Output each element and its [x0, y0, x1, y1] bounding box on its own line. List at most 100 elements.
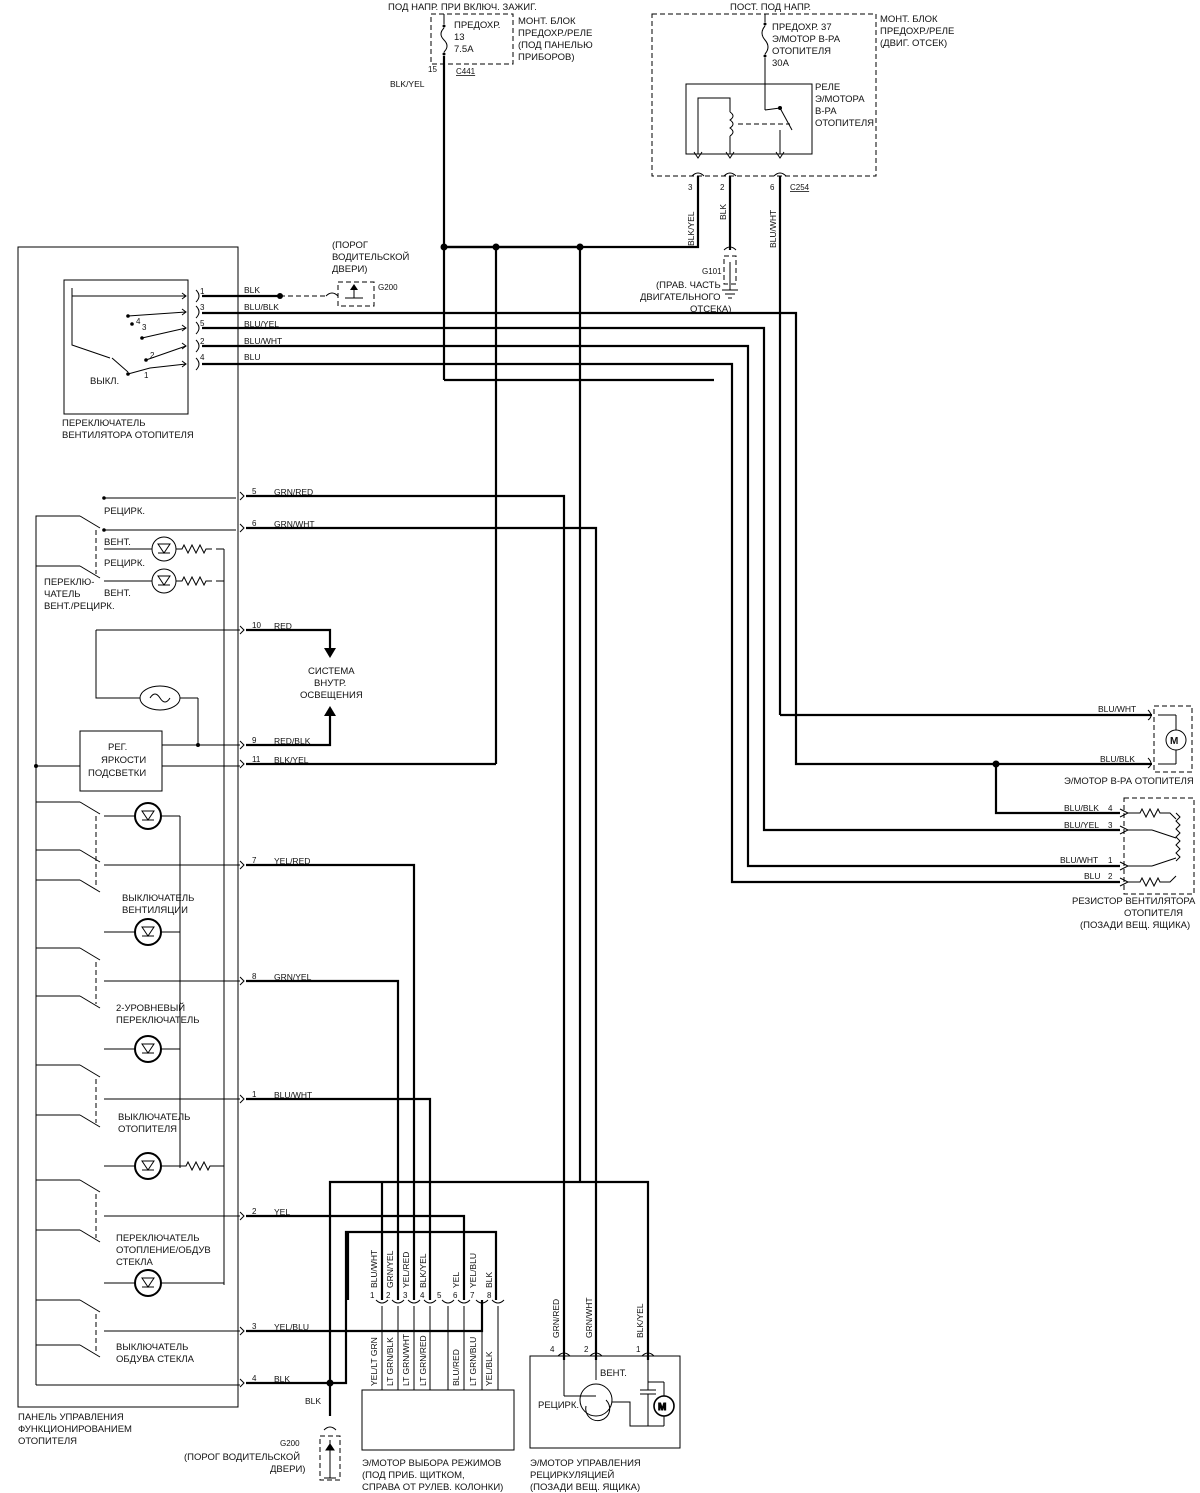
panel-pin-1: 1: [252, 1090, 257, 1099]
dash-box-line3: (ПОД ПАНЕЛЬЮ: [518, 40, 593, 51]
fan-switch-title-2: ВЕНТИЛЯТОРА ОТОПИТЕЛЯ: [62, 430, 194, 441]
relay-line3: В-РА: [815, 106, 837, 117]
control-panel-box: [17, 246, 239, 1408]
g101-ground-icon: [722, 246, 738, 299]
wire-grn-yel: [246, 979, 400, 1300]
fan-pos-3: 3: [142, 323, 147, 332]
mode-pin-8: 8: [487, 1291, 492, 1300]
panel-pin-7: 7: [252, 856, 257, 865]
g200-desc-line3: ДВЕРИ): [332, 264, 367, 275]
dimmer-line2: ЯРКОСТИ: [101, 755, 146, 766]
res-pin-1: 1: [1108, 856, 1113, 865]
lighting-line1: СИСТЕМА: [308, 666, 355, 677]
fuse13-line3: 7.5A: [454, 44, 474, 55]
wire-blu-blk-motor: [202, 311, 1152, 766]
ign-power-label: ПОД НАПР. ПРИ ВКЛЮЧ. ЗАЖИГ.: [388, 2, 537, 13]
recirc-wire-grn-wht: GRN/WHT: [584, 1297, 594, 1338]
heater-switch-line2: ОТОПИТЕЛЯ: [118, 1124, 177, 1135]
fan-switch-connectors: [195, 289, 200, 371]
fan-switch-off: ВЫКЛ.: [90, 376, 119, 387]
relay-line1: РЕЛЕ: [815, 82, 840, 93]
mode-top-color-3: YEL/RED: [401, 1252, 411, 1288]
panel-title-line3: ОТОПИТЕЛЯ: [18, 1436, 77, 1447]
wire-grn-wht: [246, 526, 598, 1360]
blk-yel-top-label: BLK/YEL: [390, 79, 425, 89]
fan-wire-color-2: BLU/BLK: [244, 302, 279, 312]
fuse37-symbol: [761, 14, 769, 110]
c254-pin-6: 6: [770, 183, 775, 192]
fan-switch-title-1: ПЕРЕКЛЮЧАТЕЛЬ: [62, 418, 145, 429]
fan-wire-pin-1: 1: [200, 287, 205, 296]
fan-switch-box: [63, 279, 189, 415]
mode-inner-color-1: YEL/LT GRN: [369, 1337, 379, 1386]
panel-wire-grn-red: GRN/RED: [274, 487, 313, 497]
wire-label-blk-yel-relay: BLK/YEL: [686, 211, 696, 246]
fuse13-line2: 13: [454, 32, 465, 43]
recirc-pin-2: 2: [584, 1345, 589, 1354]
panel-pin-5: 5: [252, 487, 257, 496]
panel-pin-3: 3: [252, 1322, 257, 1331]
engine-box: [651, 13, 877, 177]
wire-blk-yel-mode: [328, 1180, 580, 1383]
mode-motor-label-3: СПРАВА ОТ РУЛЕВ. КОЛОНКИ): [362, 1482, 503, 1493]
defrost-line2: ОБДУВА СТЕКЛА: [116, 1354, 195, 1365]
two-level-line2: ПЕРЕКЛЮЧАТЕЛЬ: [116, 1015, 199, 1026]
recirc-wire-grn-red: GRN/RED: [551, 1299, 561, 1338]
dash-box-line4: ПРИБОРОВ): [518, 52, 575, 63]
relay-line2: Э/МОТОРА: [815, 94, 865, 105]
panel-wire-blu-wht: BLU/WHT: [274, 1090, 312, 1100]
panel-blk-bottom-label: BLK: [305, 1396, 321, 1406]
panel-title-line2: ФУНКЦИОНИРОВАНИЕМ: [18, 1424, 132, 1435]
res-wire-blu-wht: BLU/WHT: [1060, 855, 1098, 865]
res-pin-4: 4: [1108, 804, 1113, 813]
const-power-label: ПОСТ. ПОД НАПР.: [730, 2, 811, 13]
wire-grn-red: [246, 494, 566, 1360]
recirc-motor-label-2: РЕЦИРКУЛЯЦИЕЙ: [530, 1469, 615, 1481]
mode-inner-color-3: LT GRN/WHT: [401, 1334, 411, 1386]
fan-wire-pin-4: 2: [200, 337, 205, 346]
mode-motor-label-1: Э/МОТОР ВЫБОРА РЕЖИМОВ: [362, 1458, 501, 1469]
fuse37-line4: 30A: [772, 58, 790, 69]
mode-top-color-7: YEL/BLU: [468, 1253, 478, 1288]
wire-blk-yel-recirc: [580, 1180, 650, 1360]
panel-wire-blk: BLK: [274, 1374, 290, 1384]
res-wire-blu-blk: BLU/BLK: [1064, 803, 1099, 813]
splice-444: [440, 243, 448, 251]
panel-pin-11: 11: [252, 755, 261, 764]
defrost-line1: ВЫКЛЮЧАТЕЛЬ: [116, 1342, 188, 1353]
wire-blu-blk-resistor: [994, 764, 1120, 815]
fuse13-box: [430, 13, 514, 65]
engine-box-line2: ПРЕДОХР./РЕЛЕ: [880, 26, 954, 37]
fan-pos-1: 1: [144, 371, 149, 380]
fuse37-line2: Э/МОТОР В-РА: [772, 34, 841, 45]
recirc-wire-blk-yel: BLK/YEL: [635, 1303, 645, 1338]
panel-wire-yel-red: YEL/RED: [274, 856, 310, 866]
fan-wire-color-4: BLU/WHT: [244, 336, 282, 346]
mode-top-color-8: BLK: [484, 1272, 494, 1288]
fan-wire-color-3: BLU/YEL: [244, 319, 279, 329]
lighting-arrow-down: [324, 648, 336, 658]
fan-wire-color-5: BLU: [244, 352, 261, 362]
g200-desc-line1: (ПОРОГ: [332, 240, 368, 251]
mode-top-color-4: BLK/YEL: [418, 1253, 428, 1288]
mode-pin-2: 2: [386, 1291, 391, 1300]
panel-pin-8: 8: [252, 972, 257, 981]
mode-pin-3: 3: [403, 1291, 408, 1300]
panel-wire-grn-yel: GRN/YEL: [274, 972, 312, 982]
g200-bottom-label: G200: [280, 1439, 300, 1448]
fan-pos-4: 4: [136, 317, 141, 326]
heat-defrost-line3: СТЕКЛА: [116, 1257, 153, 1268]
mode-pin-6: 6: [453, 1291, 458, 1300]
dimmer-line3: ПОДСВЕТКИ: [88, 768, 146, 779]
mode-pin-4: 4: [420, 1291, 425, 1300]
res-pin-3: 3: [1108, 821, 1113, 830]
mode-motor-label-2: (ПОД ПРИБ. ЩИТКОМ,: [362, 1470, 465, 1481]
res-pin-2: 2: [1108, 872, 1113, 881]
mode-led-icons: [104, 802, 224, 1297]
lighting-arrow-up: [324, 706, 336, 716]
panel-wire-yel: YEL: [274, 1207, 290, 1217]
wire-blu-yel-resistor: [202, 326, 1120, 832]
relay-internal: [697, 97, 793, 154]
mode-motor-top-wires: [346, 1182, 384, 1300]
relay-line4: ОТОПИТЕЛЯ: [815, 118, 874, 129]
